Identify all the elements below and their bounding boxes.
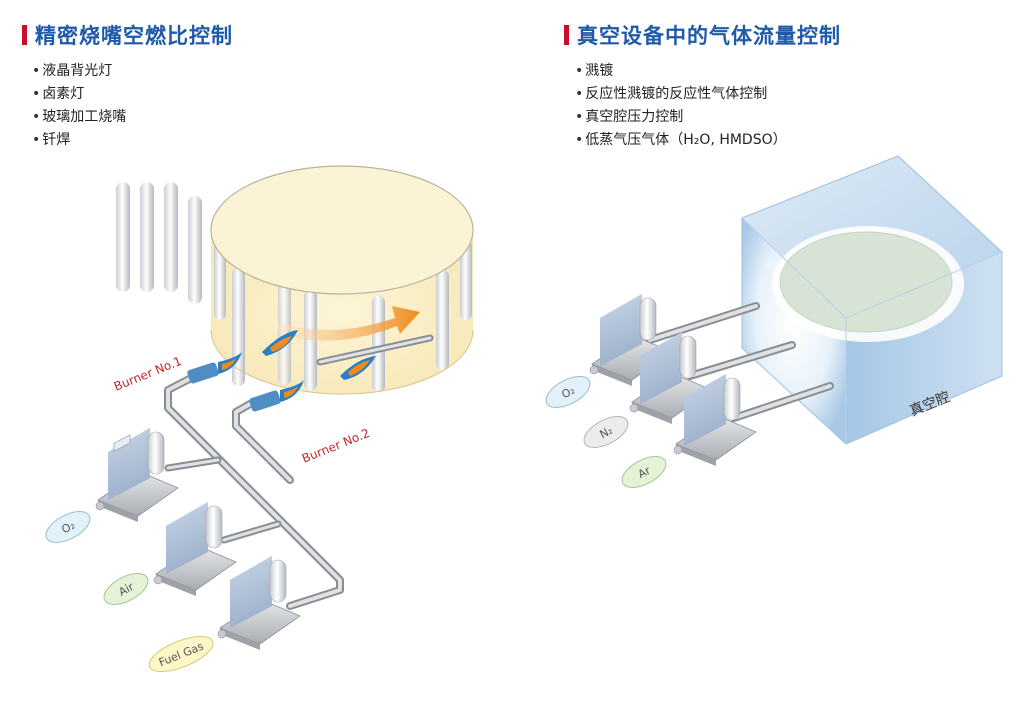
glass-rod [164, 182, 178, 292]
list-item: 卤素灯 [32, 83, 126, 106]
burner-pipes [164, 334, 434, 610]
left-section-title: 精密烧嘴空燃比控制 [22, 20, 233, 50]
inner-burner-nozzle [262, 330, 376, 380]
furnace-rod [232, 268, 245, 386]
furnace-rod [436, 270, 449, 370]
furnace-rod [304, 290, 317, 390]
mfc-ar-right [673, 374, 757, 466]
burner-nozzles [187, 330, 376, 412]
left-title-text: 精密烧嘴空燃比控制 [35, 24, 233, 48]
glass-rod [140, 182, 154, 292]
burner2-pipe [232, 400, 294, 484]
fuel-pipe-highlight [166, 374, 342, 608]
left-application-list: 液晶背光灯 卤素灯 玻璃加工烧嘴 钎焊 [32, 60, 126, 152]
burner2-pipe-highlight [234, 402, 292, 482]
list-item: 液晶背光灯 [32, 60, 126, 83]
furnace-rod [372, 296, 385, 392]
n2-label: N₂ [598, 424, 615, 441]
burner3-pipe-highlight [318, 336, 432, 364]
right-title-text: 真空设备中的气体流量控制 [577, 24, 841, 48]
glass-rods [116, 182, 202, 304]
burner-no2-nozzle [249, 380, 304, 412]
air-pipe-highlight [222, 522, 280, 542]
n2-badge-right: N₂ [583, 416, 629, 448]
burner-no1-nozzle [187, 352, 242, 384]
air-badge-left: Air [103, 573, 149, 605]
right-section-title: 真空设备中的气体流量控制 [564, 20, 841, 50]
furnace-rod [460, 240, 472, 320]
rotation-arrow [276, 306, 420, 341]
mfc-valve [147, 431, 165, 475]
glass-rod [188, 196, 202, 304]
o2-badge-right: O₂ [545, 376, 591, 408]
o2-label: O₂ [559, 384, 577, 402]
title-accent-bar [22, 25, 27, 45]
chamber-side-face [846, 252, 1002, 444]
o2-pipe-highlight [166, 458, 220, 470]
list-item: 反应性溅镀的反应性气体控制 [575, 83, 787, 106]
mfc-o2-right [589, 294, 673, 386]
mfc-valve [639, 297, 657, 341]
mfc-valve [205, 505, 223, 549]
furnace-top [210, 165, 474, 295]
list-item: 低蒸气压气体（H₂O, HMDSO） [575, 129, 786, 152]
mfc-o2-left [95, 428, 179, 522]
ar-badge-right: Ar [621, 456, 667, 488]
mfc-valve [723, 377, 741, 421]
mfc-air-left [153, 502, 237, 596]
furnace-bottom-edge [210, 329, 474, 395]
mfc-valve [679, 335, 697, 379]
list-item: 玻璃加工烧嘴 [32, 106, 126, 129]
mfc-n2-right [629, 332, 713, 424]
glass-rod [116, 182, 130, 292]
o2-label: O₂ [59, 519, 77, 537]
list-item: 真空腔压力控制 [575, 106, 787, 129]
title-accent-bar [564, 25, 569, 45]
fuel-badge-left: Fuel Gas [148, 635, 214, 673]
mfc-display [113, 434, 131, 452]
mfc-fuel-left [217, 556, 301, 650]
mfc-valve [269, 559, 287, 603]
chamber-pipes [646, 302, 834, 422]
right-application-list: 溅镀 反应性溅镀的反应性气体控制 真空腔压力控制 低蒸气压气体（H₂O, HMD… [575, 60, 787, 152]
chamber-outline [741, 155, 1003, 445]
chamber-target [779, 231, 953, 333]
furnace-rod [214, 240, 226, 320]
list-item: 钎焊 [32, 129, 126, 152]
air-label: Air [117, 580, 137, 599]
burner-no2-label: Burner No.2 [300, 426, 372, 466]
o2-badge-left: O₂ [45, 511, 91, 543]
list-item: 溅镀 [575, 60, 787, 83]
